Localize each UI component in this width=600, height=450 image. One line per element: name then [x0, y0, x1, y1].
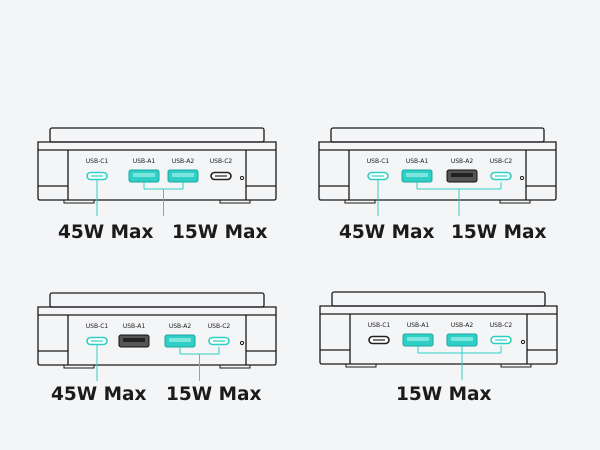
port-label: USB-A1 [133, 158, 155, 165]
shared-ports-power-label: 15W Max [396, 384, 492, 405]
usb-a-port-tongue [123, 338, 145, 342]
charger-outline [318, 127, 557, 204]
port-label: USB-A1 [123, 323, 145, 330]
charger-diagram-2: USB-C1 USB-A1 USB-A2 USB-C2 45W Max 15W Max [300, 0, 600, 243]
usb-a-port-tongue [407, 337, 429, 341]
charger-foot [63, 199, 95, 204]
charger-drawing: USB-C1 USB-A1 USB-A2 USB-C2 [37, 127, 277, 216]
port-label: USB-C2 [208, 323, 231, 330]
charger-top-plate [331, 291, 546, 307]
usb-a-port-tongue [451, 173, 473, 177]
usb-c1-power-label: 45W Max [58, 222, 154, 243]
charger-top-plate [49, 292, 265, 308]
charger-foot [219, 199, 251, 204]
charger-diagram-4: USB-C1 USB-A1 USB-A2 USB-C2 15W Max [300, 225, 600, 450]
usb-a-port-tongue [133, 173, 155, 177]
charger-drawing: USB-C1 USB-A1 USB-A2 USB-C2 [319, 291, 558, 380]
port-label: USB-A2 [169, 323, 191, 330]
port-label: USB-C1 [86, 158, 109, 165]
port-label: USB-C2 [490, 158, 513, 165]
indicator-dot [520, 339, 526, 345]
charger-drawing: USB-C1 USB-A1 USB-A2 USB-C2 [37, 292, 277, 381]
charger-foot [344, 199, 376, 204]
charger-body [37, 141, 277, 201]
shared-ports-power-label: 15W Max [166, 384, 262, 405]
port-label: USB-A1 [407, 322, 429, 329]
usb-a-port-tongue [172, 173, 194, 177]
charger-foot [219, 364, 251, 369]
charger-foot [345, 363, 377, 368]
charger-foot [499, 199, 531, 204]
charger-body [37, 306, 277, 366]
usb-a-port-tongue [406, 173, 428, 177]
usb-a-port-tongue [169, 338, 191, 342]
charger-top-plate [330, 127, 545, 143]
port-label: USB-C2 [210, 158, 233, 165]
port-label: USB-C1 [367, 158, 390, 165]
port-label: USB-C2 [490, 322, 513, 329]
charger-diagram-1: USB-C1 USB-A1 USB-A2 USB-C2 45W Max 15W Max [0, 0, 300, 243]
shared-ports-power-label: 15W Max [172, 222, 268, 243]
usb-c1-power-label: 45W Max [51, 384, 147, 405]
port-label: USB-A2 [172, 158, 194, 165]
port-label: USB-C1 [368, 322, 391, 329]
charger-outline [37, 127, 277, 204]
port-label: USB-A2 [451, 158, 473, 165]
charger-body [318, 141, 557, 201]
indicator-dot [239, 175, 245, 181]
indicator-dot [519, 175, 525, 181]
charger-top-plate [49, 127, 265, 143]
port-label: USB-C1 [86, 323, 109, 330]
charger-foot [63, 364, 95, 369]
charger-diagram-3: USB-C1 USB-A1 USB-A2 USB-C2 45W Max 15W Max [0, 225, 300, 450]
usb-a-port-tongue [451, 337, 473, 341]
shared-ports-power-label: 15W Max [451, 222, 547, 243]
port-label: USB-A1 [406, 158, 428, 165]
charger-drawing: USB-C1 USB-A1 USB-A2 USB-C2 [318, 127, 557, 216]
charger-outline [37, 292, 277, 369]
charger-body [319, 305, 558, 365]
port-label: USB-A2 [451, 322, 473, 329]
usb-c1-power-label: 45W Max [339, 222, 435, 243]
indicator-dot [239, 340, 245, 346]
charger-outline [319, 291, 558, 368]
charger-foot [500, 363, 532, 368]
